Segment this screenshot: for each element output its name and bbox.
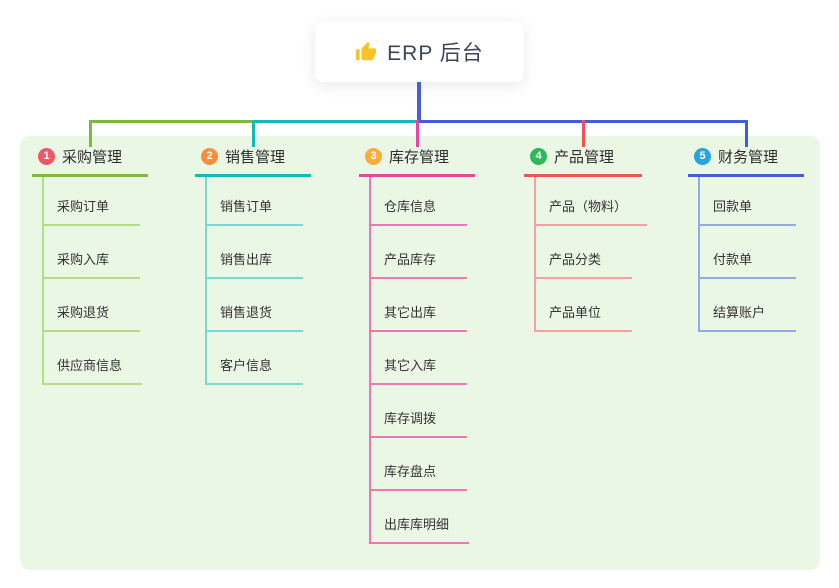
branch-children-finance: 回款单付款单结算账户 xyxy=(698,177,796,332)
branch-header-product[interactable]: 4 产品管理 xyxy=(524,146,642,177)
mindmap-node[interactable]: 仓库信息 xyxy=(371,177,467,226)
mindmap-node[interactable]: 客户信息 xyxy=(207,332,303,385)
mindmap-node[interactable]: 库存调拨 xyxy=(371,385,467,438)
mindmap-node[interactable]: 供应商信息 xyxy=(44,332,143,385)
mindmap-node[interactable]: 产品分类 xyxy=(536,226,632,279)
branch-label: 财务管理 xyxy=(718,149,779,166)
branch-number-badge: 4 xyxy=(530,148,547,165)
branch-label: 采购管理 xyxy=(62,149,123,166)
bus-segment-2 xyxy=(253,120,417,123)
mindmap-node[interactable]: 结算账户 xyxy=(700,279,796,332)
mindmap-node[interactable]: 销售退货 xyxy=(207,279,303,332)
branch-product: 4 产品管理产品（物料）产品分类产品单位 xyxy=(524,146,648,332)
mindmap-node[interactable]: 采购入库 xyxy=(44,226,140,279)
branch-drop-finance xyxy=(745,120,748,147)
mindmap-node[interactable]: 库存盘点 xyxy=(371,438,467,491)
branch-children-sales: 销售订单销售出库销售退货客户信息 xyxy=(205,177,303,385)
branch-label: 库存管理 xyxy=(389,149,450,166)
branch-drop-purchase xyxy=(89,120,92,147)
branch-number-badge: 3 xyxy=(365,148,382,165)
mindmap-node[interactable]: 其它出库 xyxy=(371,279,467,332)
branch-sales: 2 销售管理销售订单销售出库销售退货客户信息 xyxy=(195,146,311,385)
branch-header-purchase[interactable]: 1 采购管理 xyxy=(32,146,148,177)
mindmap-node[interactable]: 销售出库 xyxy=(207,226,303,279)
root-trunk-line xyxy=(417,81,421,120)
mindmap-node[interactable]: 付款单 xyxy=(700,226,796,279)
branch-label: 产品管理 xyxy=(554,149,615,166)
branch-header-inventory[interactable]: 3 库存管理 xyxy=(359,146,475,177)
branch-finance: 5 财务管理回款单付款单结算账户 xyxy=(688,146,804,332)
branch-number-badge: 1 xyxy=(38,148,55,165)
mindmap-node[interactable]: 采购退货 xyxy=(44,279,140,332)
branch-children-purchase: 采购订单采购入库采购退货供应商信息 xyxy=(42,177,143,385)
branch-children-inventory: 仓库信息产品库存其它出库其它入库库存调拨库存盘点出库库明细 xyxy=(369,177,470,544)
branch-purchase: 1 采购管理采购订单采购入库采购退货供应商信息 xyxy=(32,146,148,385)
branch-drop-product xyxy=(582,120,585,147)
branch-header-sales[interactable]: 2 销售管理 xyxy=(195,146,311,177)
root-node-erp[interactable]: ERP 后台 xyxy=(315,22,524,82)
branch-inventory: 3 库存管理仓库信息产品库存其它出库其它入库库存调拨库存盘点出库库明细 xyxy=(359,146,475,544)
mindmap-node[interactable]: 出库库明细 xyxy=(371,491,470,544)
mindmap-board xyxy=(20,136,820,570)
mindmap-node[interactable]: 回款单 xyxy=(700,177,796,226)
mindmap-node[interactable]: 其它入库 xyxy=(371,332,467,385)
branch-drop-sales xyxy=(252,120,255,147)
root-node-label: ERP 后台 xyxy=(387,42,484,65)
mindmap-node[interactable]: 产品单位 xyxy=(536,279,632,332)
mindmap-node[interactable]: 产品库存 xyxy=(371,226,467,279)
branch-number-badge: 2 xyxy=(201,148,218,165)
branch-header-finance[interactable]: 5 财务管理 xyxy=(688,146,804,177)
mindmap-node[interactable]: 销售订单 xyxy=(207,177,303,226)
mindmap-node[interactable]: 产品（物料） xyxy=(536,177,648,226)
branch-number-badge: 5 xyxy=(694,148,711,165)
branch-label: 销售管理 xyxy=(225,149,286,166)
bus-segment-1 xyxy=(90,120,253,123)
mindmap-node[interactable]: 采购订单 xyxy=(44,177,140,226)
branch-drop-inventory xyxy=(416,120,419,147)
branch-children-product: 产品（物料）产品分类产品单位 xyxy=(534,177,648,332)
thumbs-up-icon xyxy=(355,41,377,63)
